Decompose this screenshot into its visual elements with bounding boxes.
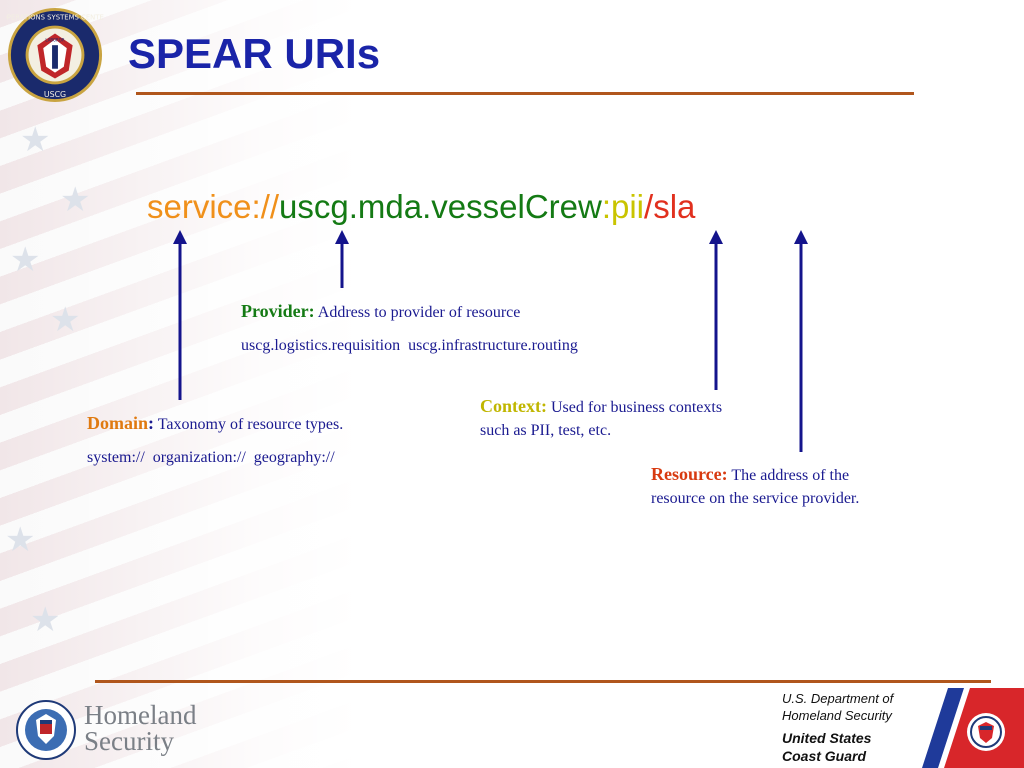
domain-label: Domain bbox=[87, 413, 149, 433]
provider-label: Provider: bbox=[241, 301, 315, 321]
page-title: SPEAR URIs bbox=[128, 30, 381, 77]
star-decoration: ★ bbox=[60, 180, 91, 220]
provider-up-arrow-icon bbox=[335, 230, 349, 288]
uri-context: pii bbox=[611, 188, 645, 225]
provider-description: Provider: Address to provider of resourc… bbox=[241, 298, 701, 357]
resource-up-arrow-icon bbox=[794, 230, 808, 452]
department-line1: U.S. Department of bbox=[782, 691, 894, 706]
star-decoration: ★ bbox=[30, 600, 61, 640]
context-up-arrow-icon bbox=[709, 230, 723, 390]
dhs-wordmark-line1: Homeland bbox=[84, 700, 197, 730]
uri-provider: uscg.mda.vesselCrew bbox=[279, 188, 602, 225]
uscg-emblem-icon bbox=[922, 688, 1024, 768]
context-text-line1: Used for business contexts bbox=[550, 399, 723, 416]
uri-resource-separator: / bbox=[644, 188, 654, 225]
context-text-line2: such as PII, test, etc. bbox=[480, 422, 612, 440]
department-line2: Homeland Security bbox=[782, 708, 892, 723]
department-name: U.S. Department of Homeland Security bbox=[782, 690, 893, 724]
seal-ring-text: OPERATIONS SYSTEMS CENTER bbox=[6, 14, 104, 22]
context-description: Context: Used for business contexts such… bbox=[480, 393, 810, 442]
domain-up-arrow-icon bbox=[173, 230, 187, 400]
dhs-wordmark: Homeland Security bbox=[84, 700, 197, 756]
seal-ring-text-bottom: USCG bbox=[44, 90, 66, 99]
dhs-wordmark-line2: Security bbox=[84, 726, 174, 756]
domain-label-colon: : bbox=[148, 413, 155, 433]
domain-examples: system:// organization:// geography:// bbox=[87, 449, 335, 467]
spear-uri-example: service://uscg.mda.vesselCrew:pii/sla bbox=[147, 188, 695, 226]
provider-examples: uscg.logistics.requisition uscg.infrastr… bbox=[241, 337, 578, 355]
context-label: Context: bbox=[480, 396, 547, 416]
uscg-line2: Coast Guard bbox=[782, 748, 867, 764]
uri-scheme: service:// bbox=[147, 188, 280, 225]
star-decoration: ★ bbox=[10, 240, 41, 280]
star-decoration: ★ bbox=[5, 520, 36, 560]
star-decoration: ★ bbox=[20, 120, 51, 160]
domain-text: Taxonomy of resource types. bbox=[157, 416, 344, 433]
star-decoration: ★ bbox=[50, 300, 81, 340]
domain-description: Domain: Taxonomy of resource types. syst… bbox=[87, 410, 467, 469]
operations-systems-center-seal: OPERATIONS SYSTEMS CENTER USCG LABOROR bbox=[6, 7, 104, 103]
resource-text-line1: The address of the bbox=[731, 467, 850, 484]
footer-divider bbox=[95, 680, 991, 683]
seal-inner-text: LABOROR bbox=[45, 37, 64, 42]
uscg-line1: United States bbox=[782, 730, 872, 746]
resource-text-line2: resource on the service provider. bbox=[651, 490, 860, 508]
resource-description: Resource: The address of the resource on… bbox=[651, 461, 931, 510]
dhs-seal-icon bbox=[16, 700, 76, 760]
uscg-name: United States Coast Guard bbox=[782, 729, 871, 765]
uri-resource: sla bbox=[653, 188, 696, 225]
resource-label: Resource: bbox=[651, 464, 728, 484]
title-divider bbox=[136, 92, 914, 95]
uri-context-separator: : bbox=[601, 188, 611, 225]
provider-text: Address to provider of resource bbox=[317, 304, 521, 321]
